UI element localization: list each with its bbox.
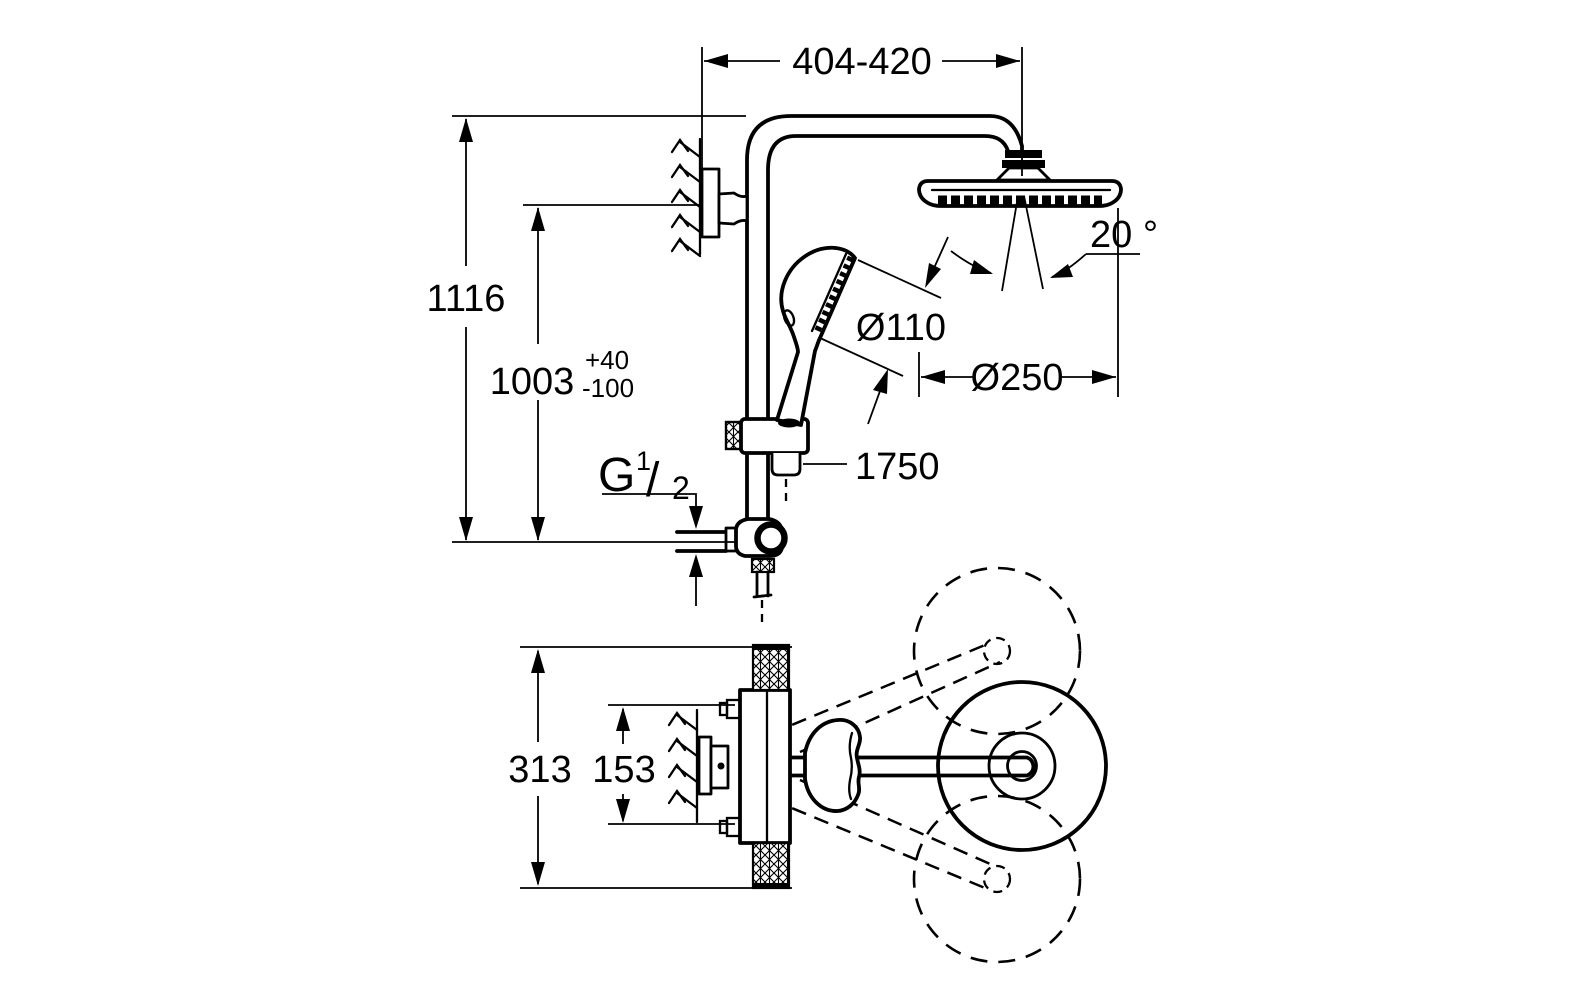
arrowhead: [531, 649, 545, 673]
dim-swivel-angle: 20 °: [950, 214, 1158, 278]
arrowhead: [689, 506, 703, 529]
reach-label: 404-420: [792, 41, 931, 83]
thread-numerator: 1: [636, 446, 651, 476]
dim-head-shower-diameter: Ø250: [918, 208, 1119, 399]
hose-length-label: 1750: [855, 446, 940, 488]
bracket-plate: [700, 167, 721, 239]
front-view: 20 ° Ø110: [427, 41, 1158, 626]
escutcheon-bottom: [751, 841, 791, 890]
connection-cap-top: [718, 701, 729, 717]
rail-tolerance-minus: -100: [582, 373, 634, 403]
arrowhead: [531, 862, 545, 886]
arrowhead: [616, 707, 630, 731]
hand-shower: [775, 245, 857, 428]
head-joint: [1006, 750, 1038, 782]
head-hub: [987, 731, 1057, 801]
hose-nipple: [770, 451, 802, 477]
face-spray-dots: [813, 255, 854, 336]
rail-holder: [724, 417, 810, 506]
wall-bracket-plan: [697, 735, 730, 796]
bar-body: [738, 688, 792, 845]
pipe-outer-line: [745, 114, 1024, 522]
outlet-stub: [755, 570, 770, 598]
dim-thread: G 1 / 2: [598, 446, 703, 606]
arrowhead: [1092, 370, 1116, 384]
ball-joint-band: [1005, 150, 1042, 158]
bracket-plate: [697, 735, 713, 796]
thread-denominator: 2: [672, 470, 690, 506]
hand-shower-plan: [803, 718, 862, 813]
arrowhead: [616, 799, 630, 823]
pipe-inner-line: [766, 134, 1010, 522]
head-shower: [917, 150, 1123, 208]
arrowhead: [996, 54, 1020, 68]
bell-face-line: [848, 731, 854, 801]
spray-cone: [1001, 195, 1044, 292]
arrowhead: [970, 260, 993, 274]
shower-valve: [675, 517, 788, 626]
wall-section-plan: [667, 708, 699, 824]
thread-slash: /: [646, 454, 660, 507]
holder-clamp: [778, 418, 800, 428]
plan-view: 313 153: [508, 566, 1108, 964]
arrowhead: [1050, 264, 1073, 278]
dim-reach: 404-420: [701, 41, 1023, 176]
head-position-upper-dashed: [912, 566, 1082, 736]
ball-joint-band: [1002, 160, 1045, 168]
dim-plan-centers: 153: [592, 704, 735, 825]
thermostat-body: [718, 643, 792, 890]
rail-tolerance-plus: +40: [585, 345, 629, 375]
wall-section: [670, 137, 702, 258]
shower-rail-pipe: [745, 114, 1024, 522]
head-position-lower-dashed: [912, 794, 1082, 964]
angle-label: 20 °: [1090, 214, 1158, 256]
dim-total-height: 1116: [427, 115, 746, 541]
arrowhead: [921, 370, 945, 384]
rail-height-label: 1003: [490, 361, 575, 403]
arrowhead: [925, 263, 941, 288]
plan-centers-label: 153: [592, 749, 655, 791]
dim-hand-shower-diameter: Ø110: [819, 236, 949, 425]
arm-end-lower-dashed: [982, 864, 1012, 894]
escutcheon-top: [751, 643, 791, 692]
mode-button: [782, 309, 796, 327]
wall-bracket: [700, 167, 749, 239]
arrowhead: [531, 517, 545, 541]
bracket-arm: [717, 191, 749, 226]
hand-shower-bell: [803, 718, 862, 813]
arm-end-upper-dashed: [982, 636, 1012, 666]
outlet-end: [752, 593, 773, 599]
face-outer-line: [818, 257, 857, 340]
dim-plan-total: 313: [508, 646, 792, 889]
arrowhead: [704, 54, 728, 68]
total-height-label: 1116: [427, 278, 506, 320]
escutcheon-bottom-band: [753, 883, 789, 888]
head-shower-plan: [936, 680, 1108, 852]
hand-diameter-label: Ø110: [856, 307, 946, 349]
head-outline: [936, 680, 1108, 852]
diverter-knob: [754, 521, 788, 555]
bracket-screw: [717, 762, 725, 770]
arrowhead: [873, 369, 888, 394]
inlet-nipple: [675, 530, 728, 553]
face-inner-line: [810, 252, 848, 333]
hose-coupling-nut: [750, 557, 776, 574]
arrowhead: [689, 554, 703, 577]
plan-total-label: 313: [508, 749, 571, 791]
dim-hose-length: 1750: [803, 446, 940, 488]
arrowhead: [459, 118, 473, 142]
arrowhead: [531, 207, 545, 231]
head-diameter-label: Ø250: [971, 357, 1064, 399]
dim-rail-height: 1003 +40 -100: [452, 204, 735, 543]
arrowhead: [459, 517, 473, 541]
connection-cap-bottom: [718, 819, 729, 835]
